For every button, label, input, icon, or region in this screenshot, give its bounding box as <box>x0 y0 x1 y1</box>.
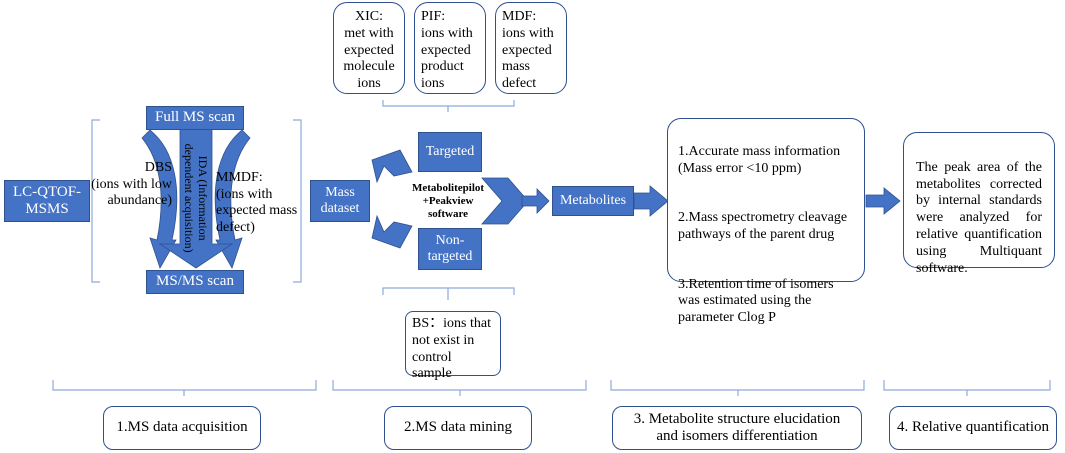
merge-chevron <box>481 177 529 225</box>
stage-1-label: 1.MS data acquisition <box>103 406 261 450</box>
quantification-text: The peak area of the metabolites correct… <box>916 159 1042 276</box>
info-item-2: 2.Mass spectrometry cleavage pathways of… <box>678 210 848 242</box>
mdf-filter-box: MDF: ions with expected mass defect <box>495 2 567 94</box>
metabolites-box: Metabolites <box>552 186 634 216</box>
dbs-label: DBS (ions with low abundance) <box>91 160 172 209</box>
nontargeted-box: Non- targeted <box>418 228 482 270</box>
bracket-left-acquisition <box>91 119 100 283</box>
pif-filter-box: PIF: ions with expected product ions <box>414 2 486 94</box>
mass-dataset-box: Mass dataset <box>310 180 370 222</box>
info-item-1: 1.Accurate mass information (Mass error … <box>678 143 841 176</box>
arrow-to-info-box <box>633 185 669 217</box>
arrow-to-metabolites <box>521 188 550 214</box>
bracket-bottom-bs <box>382 287 515 300</box>
software-label: Metabolitepilot +Peakview software <box>411 182 485 220</box>
xic-filter-box: XIC: met with expected molecule ions <box>333 2 405 94</box>
stage-bracket-2 <box>332 380 587 396</box>
lc-qtof-msms-box: LC-QTOF- MSMS <box>4 180 90 222</box>
chevron-up-targeted <box>371 149 413 184</box>
stage-bracket-3 <box>610 380 865 396</box>
dbs-curved-arrow <box>141 129 178 269</box>
identification-info-box: 1.Accurate mass information (Mass error … <box>667 118 865 325</box>
msms-scan-box: MS/MS scan <box>146 270 244 294</box>
stage-4-label: 4. Relative quantification <box>889 406 1057 450</box>
stage-bracket-4 <box>883 380 1051 396</box>
full-ms-scan-box: Full MS scan <box>146 106 244 130</box>
info-item-3: 3.Retention time of isomers was estimate… <box>678 276 834 326</box>
chevron-down-nontargeted <box>371 214 413 249</box>
stage-3-label: 3. Metabolite structure elucidation and … <box>612 406 862 450</box>
bracket-top-filters <box>382 100 515 112</box>
ida-down-arrow <box>158 127 234 269</box>
arrow-to-quant-box <box>865 187 901 215</box>
bs-filter-box: BS：ions that not exist in control sample <box>405 311 501 381</box>
targeted-box: Targeted <box>418 132 482 172</box>
bracket-right-acquisition <box>293 119 302 283</box>
mmdf-label: MMDF: (ions with expected mass defect) <box>216 170 298 235</box>
mmdf-curved-arrow <box>214 129 251 269</box>
stage-bracket-1 <box>52 380 317 396</box>
quantification-box: The peak area of the metabolites correct… <box>903 132 1055 276</box>
stage-2-label: 2.MS data mining <box>384 406 532 450</box>
ida-label: IDA (Information dependent acquisition) <box>182 143 211 253</box>
